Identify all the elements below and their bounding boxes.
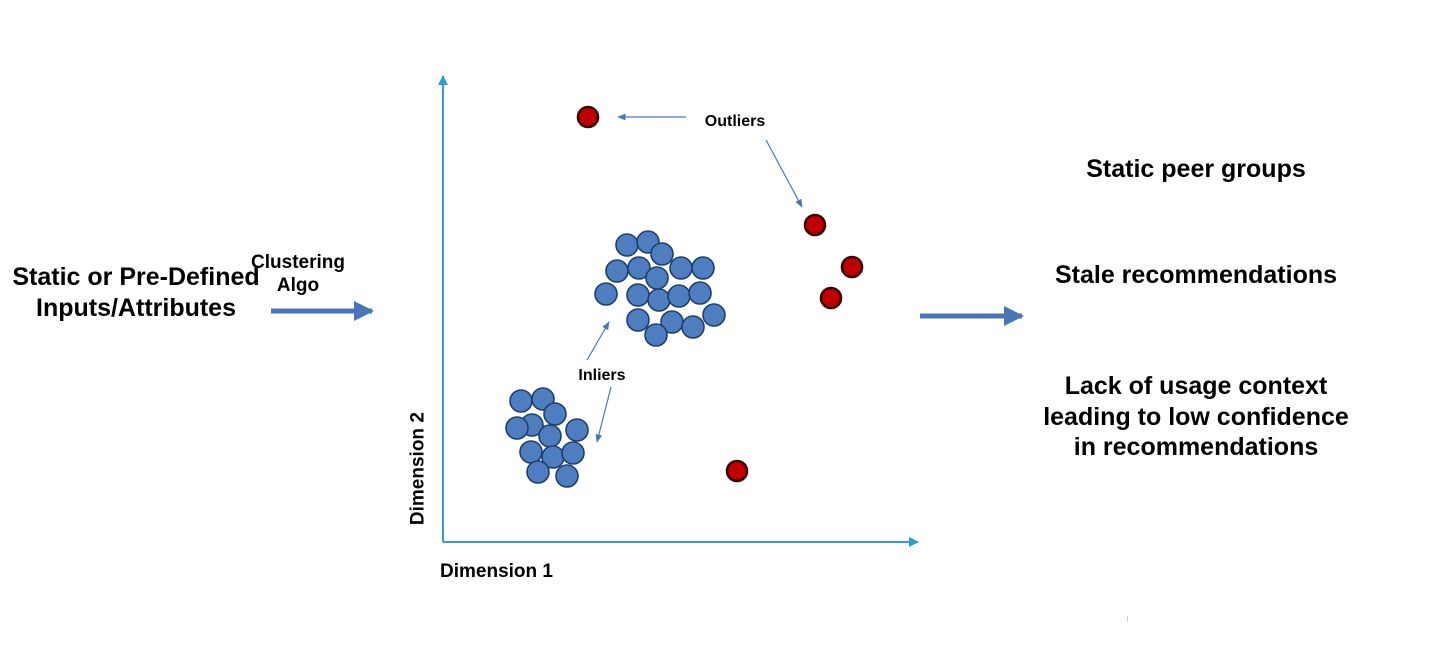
inlier-point bbox=[650, 242, 674, 266]
outlier-point bbox=[819, 286, 843, 310]
result-stale-recommendations: Stale recommendations bbox=[1054, 261, 1338, 289]
inliers-label: Inliers bbox=[578, 367, 626, 384]
inlier-point bbox=[626, 283, 650, 307]
inlier-point bbox=[543, 402, 567, 426]
inlier-point bbox=[669, 256, 693, 280]
inlier-point bbox=[565, 418, 589, 442]
inlier-point bbox=[555, 464, 579, 488]
inlier-point bbox=[538, 424, 562, 448]
y-axis-label: Dimension 2 bbox=[407, 412, 429, 526]
inlier-point bbox=[644, 323, 668, 347]
inlier-point bbox=[688, 281, 712, 305]
inlier-point bbox=[626, 308, 650, 332]
input-label: Static or Pre-Defined Inputs/Attributes bbox=[12, 263, 260, 322]
result-low-confidence: Lack of usage context leading to low con… bbox=[1043, 372, 1349, 461]
pointer-arrow-icon bbox=[595, 386, 612, 443]
inlier-point bbox=[681, 315, 705, 339]
stray-mark bbox=[1127, 616, 1128, 622]
inlier-point bbox=[691, 256, 715, 280]
outliers-label: Outliers bbox=[704, 113, 766, 130]
inlier-point bbox=[519, 440, 543, 464]
outlier-point bbox=[803, 213, 827, 237]
inlier-point bbox=[561, 441, 585, 465]
clustering-algo-label: Clustering Algo bbox=[251, 252, 345, 297]
inlier-point bbox=[627, 256, 651, 280]
x-axis-label: Dimension 1 bbox=[440, 561, 553, 582]
result-static-peer-groups: Static peer groups bbox=[1086, 155, 1306, 183]
inlier-point bbox=[645, 266, 669, 290]
pointer-arrow-icon bbox=[586, 321, 610, 361]
inlier-point bbox=[605, 259, 629, 283]
inlier-point bbox=[667, 284, 691, 308]
inlier-point bbox=[594, 282, 618, 306]
outlier-point bbox=[576, 105, 600, 129]
inlier-point bbox=[505, 416, 529, 440]
outlier-point bbox=[725, 459, 749, 483]
inlier-point bbox=[526, 460, 550, 484]
inlier-point bbox=[702, 303, 726, 327]
inlier-point bbox=[615, 233, 639, 257]
pointer-arrow-icon bbox=[765, 139, 803, 208]
outlier-point bbox=[840, 255, 864, 279]
inlier-point bbox=[647, 288, 671, 312]
inlier-point bbox=[509, 389, 533, 413]
